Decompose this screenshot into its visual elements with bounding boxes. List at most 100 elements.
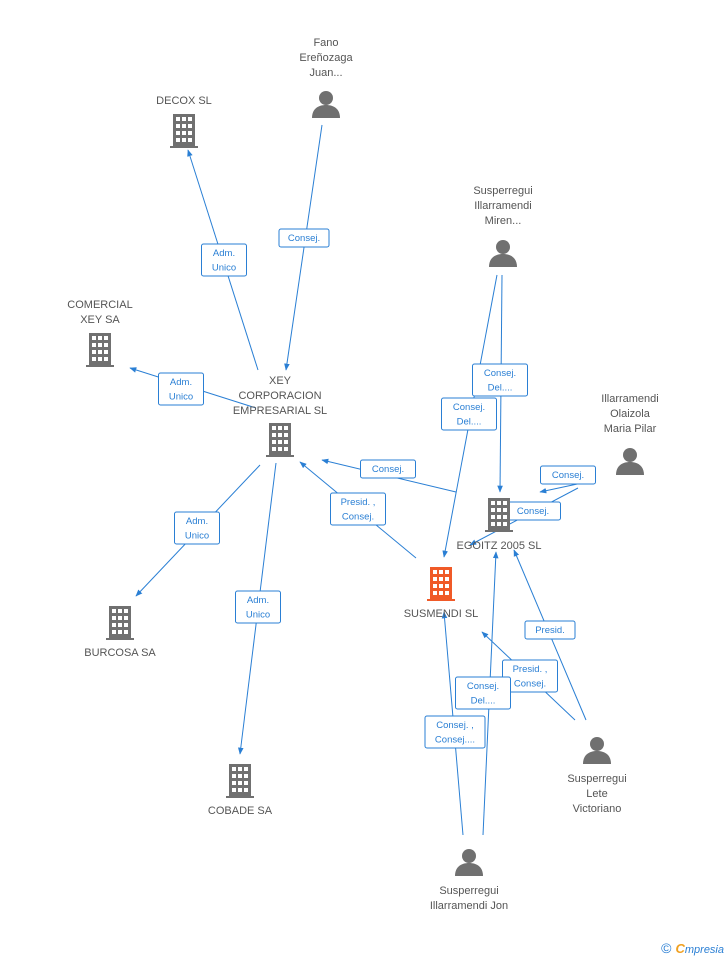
person-icon — [489, 240, 517, 267]
building-icon — [106, 606, 134, 640]
building-icon — [86, 333, 114, 367]
node-label: Fano — [313, 37, 338, 49]
node-egoitz[interactable]: EGOITZ 2005 SL — [457, 498, 542, 552]
person-icon — [616, 448, 644, 475]
relation-label-box — [524, 620, 576, 640]
relation-edge: Adm.Unico — [135, 464, 261, 597]
relation-label-box — [174, 511, 220, 545]
building-icon — [427, 567, 455, 601]
node-label: DECOX SL — [156, 95, 212, 107]
relation-label-text: Del.... — [488, 383, 513, 394]
relation-edge: Consej. — [278, 124, 330, 371]
relation-label-text: Del.... — [471, 696, 496, 707]
relation-label-box — [540, 465, 596, 485]
node-susmendi[interactable]: SUSMENDI SL — [404, 567, 479, 620]
node-label: COBADE SA — [208, 805, 273, 817]
node-label: BURCOSA SA — [84, 647, 156, 659]
building-icon — [266, 423, 294, 457]
node-label: Illarramendi — [474, 200, 531, 212]
relation-label-box — [441, 397, 497, 431]
relation-edge: Consej. — [539, 465, 597, 494]
relation-label-box — [201, 243, 247, 277]
relation-label-text: Unico — [169, 392, 193, 403]
relation-label[interactable]: Presid. — [524, 620, 576, 640]
building-icon — [226, 764, 254, 798]
relation-label-box — [455, 676, 511, 710]
relation-label[interactable]: Consej. — [505, 501, 561, 521]
relation-label[interactable]: Presid. ,Consej. — [502, 659, 558, 693]
relation-label[interactable]: Adm. Unico — [201, 243, 247, 277]
node-label: Susperregui — [473, 185, 532, 197]
node-label: EGOITZ 2005 SL — [457, 540, 542, 552]
relation-edge: Consej. — [321, 458, 457, 493]
relation-edge: Adm.Unico — [235, 462, 281, 755]
relation-edge: Consej. Del.... — [472, 274, 528, 493]
relation-label[interactable]: Consej. — [360, 459, 416, 479]
relation-label[interactable]: Consej.Del.... — [441, 397, 497, 431]
relation-label[interactable]: Adm.Unico — [235, 590, 281, 624]
node-label: COMERCIAL — [67, 299, 132, 311]
brand-initial: C — [675, 941, 685, 956]
relation-label[interactable]: Adm. Unico — [158, 372, 204, 406]
node-label: Miren... — [485, 215, 522, 227]
relation-label[interactable]: Consej. — [540, 465, 596, 485]
relation-label[interactable]: Consej. Del.... — [472, 363, 528, 397]
relation-label[interactable]: Consej. — [278, 228, 330, 248]
relation-label-text: Consej. — [484, 368, 516, 379]
relation-label[interactable]: Consej. ,Consej.... — [424, 715, 486, 749]
relation-label-text: Presid. , — [513, 664, 548, 675]
node-label: Susperregui — [567, 773, 626, 785]
relation-label-text: Unico — [212, 263, 236, 274]
relation-edge: Adm. Unico — [187, 149, 259, 371]
node-label: EMPRESARIAL SL — [233, 405, 327, 417]
relation-label-text: Unico — [246, 610, 270, 621]
relation-label-text: Consej.... — [435, 735, 475, 746]
person-icon — [583, 737, 611, 764]
relation-label-box — [360, 459, 416, 479]
relation-label-box — [472, 363, 528, 397]
relation-label-text: Consej. — [342, 512, 374, 523]
node-label: Illarramendi Jon — [430, 900, 508, 912]
node-cobade[interactable]: COBADE SA — [208, 764, 273, 817]
relation-label-text: Consej. — [372, 464, 404, 475]
node-decox[interactable]: DECOX SL — [156, 95, 212, 148]
relation-edge: Consej. — [469, 487, 579, 546]
relation-label-text: Consej. — [453, 402, 485, 413]
relation-edge: Presid. ,Consej. — [481, 631, 576, 721]
relation-label-box — [278, 228, 330, 248]
relation-label-text: Unico — [185, 531, 209, 542]
node-label: Illarramendi — [601, 393, 658, 405]
relation-label-box — [158, 372, 204, 406]
relation-label[interactable]: Consej. Del.... — [455, 676, 511, 710]
relation-label[interactable]: Adm.Unico — [174, 511, 220, 545]
node-label: Lete — [586, 788, 607, 800]
edges-layer: Adm.UnicoConsej.Adm.UnicoAdm.UnicoAdm.Un… — [129, 124, 597, 836]
node-label: XEY — [269, 375, 292, 387]
relation-label-text: Consej. — [467, 681, 499, 692]
relation-label-text: Presid. , — [341, 497, 376, 508]
person-icon — [455, 849, 483, 876]
node-label: SUSMENDI SL — [404, 608, 479, 620]
node-miren[interactable]: SusperreguiIllarramendiMiren... — [473, 185, 533, 267]
relation-label-box — [235, 590, 281, 624]
empresia-logo: ©Cmpresia — [661, 940, 724, 956]
relation-label-text: Consej. — [517, 506, 549, 517]
node-fano[interactable]: FanoEreñozagaJuan... — [299, 37, 353, 118]
node-burcosa[interactable]: BURCOSA SA — [84, 606, 156, 659]
relation-label-text: Consej. — [552, 470, 584, 481]
relation-label-box — [502, 659, 558, 693]
relation-label-text: Adm. — [170, 377, 192, 388]
relation-edge: Adm. Unico — [129, 367, 257, 409]
relation-edge: Consej.Del.... — [441, 274, 498, 558]
building-icon — [170, 114, 198, 148]
relation-label[interactable]: Presid. , Consej. — [330, 492, 386, 526]
node-label: Victoriano — [573, 803, 622, 815]
relation-label-text: Adm. — [213, 248, 235, 259]
